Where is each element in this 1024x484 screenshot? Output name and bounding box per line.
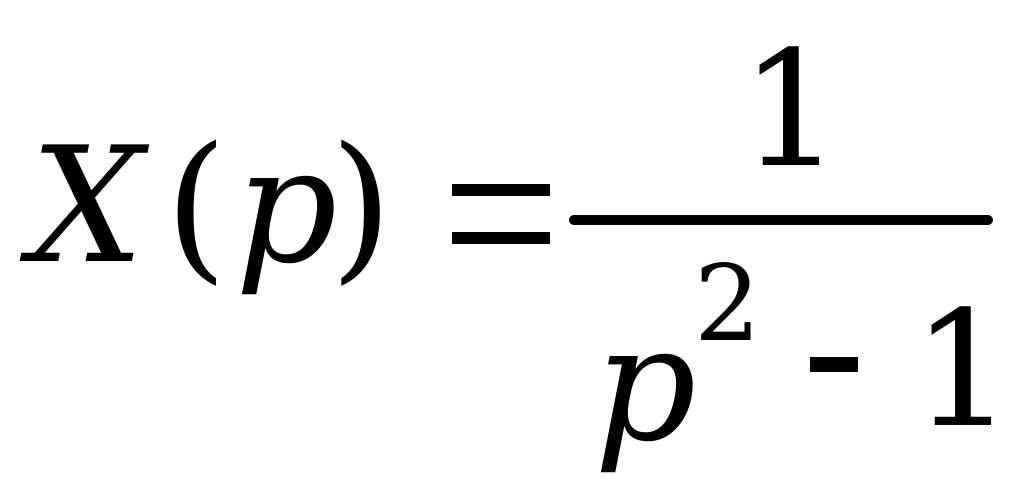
minus-sign: [810, 357, 858, 372]
denominator-base: p: [594, 290, 697, 477]
argument-variable: p: [235, 112, 338, 299]
equals-bottom-bar: [452, 232, 550, 244]
numerator: 1: [740, 16, 842, 203]
open-parenthesis: (: [165, 112, 228, 299]
fraction-bar: [569, 215, 993, 225]
denominator-exponent: 2: [694, 243, 761, 365]
equals-top-bar: [452, 184, 550, 196]
denominator-constant: 1: [912, 276, 1014, 463]
close-parenthesis: ): [330, 112, 393, 299]
function-symbol: X: [30, 112, 144, 299]
